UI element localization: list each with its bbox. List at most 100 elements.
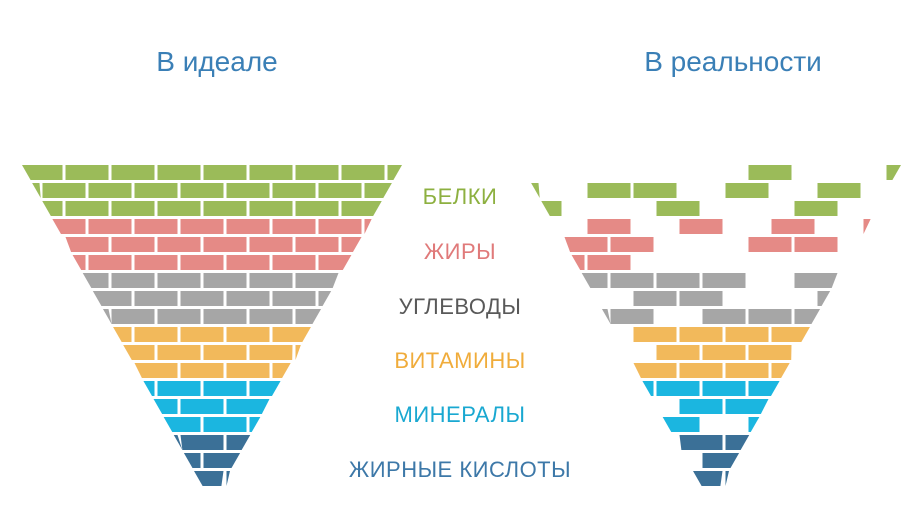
brick xyxy=(633,327,677,342)
brick xyxy=(387,165,402,180)
brick xyxy=(642,381,654,396)
brick xyxy=(180,363,224,378)
brick xyxy=(886,165,901,180)
brick xyxy=(702,453,740,468)
brick xyxy=(725,399,769,414)
brick xyxy=(22,165,63,180)
brick xyxy=(42,183,86,198)
brick xyxy=(111,309,155,324)
brick xyxy=(180,327,224,342)
brick xyxy=(633,183,677,198)
label-uglevody: УГЛЕВОДЫ xyxy=(398,294,522,319)
brick xyxy=(679,327,723,342)
brick xyxy=(249,237,293,252)
brick xyxy=(102,309,112,324)
brick xyxy=(318,255,352,270)
brick xyxy=(748,309,792,324)
brick xyxy=(226,183,270,198)
brick xyxy=(183,453,201,468)
brick xyxy=(794,273,838,288)
brick xyxy=(203,273,247,288)
brick xyxy=(72,255,86,270)
label-zhirnye-kisloty: ЖИРНЫЕ КИСЛОТЫ xyxy=(348,457,572,482)
brick xyxy=(702,273,746,288)
brick xyxy=(272,327,311,342)
brick xyxy=(295,273,339,288)
brick xyxy=(679,435,723,450)
brick xyxy=(272,255,316,270)
brick xyxy=(173,435,183,450)
brick xyxy=(157,345,201,360)
brick xyxy=(134,219,178,234)
brick xyxy=(249,345,293,360)
brick xyxy=(52,219,86,234)
brick xyxy=(180,291,224,306)
brick xyxy=(157,165,201,180)
brick xyxy=(249,417,261,432)
brick xyxy=(679,363,723,378)
brick xyxy=(318,291,332,306)
brick xyxy=(748,237,792,252)
brick xyxy=(771,327,810,342)
brick xyxy=(180,255,224,270)
brick xyxy=(679,219,723,234)
brick xyxy=(226,255,270,270)
brick xyxy=(203,345,247,360)
brick xyxy=(656,345,700,360)
brick xyxy=(92,291,132,306)
brick xyxy=(82,273,109,288)
label-mineraly: МИНЕРАЛЫ xyxy=(394,402,526,427)
brick xyxy=(656,381,700,396)
brick xyxy=(180,219,224,234)
brick xyxy=(203,309,247,324)
brick xyxy=(180,183,224,198)
brick xyxy=(157,237,201,252)
brick xyxy=(226,363,270,378)
brick xyxy=(88,219,132,234)
brick xyxy=(249,381,281,396)
title-ideal: В идеале xyxy=(156,46,278,77)
brick xyxy=(364,183,392,198)
brick xyxy=(111,165,155,180)
brick xyxy=(725,435,750,450)
brick xyxy=(295,309,322,324)
brick xyxy=(863,219,871,234)
brick xyxy=(318,183,362,198)
brick xyxy=(601,309,611,324)
brick xyxy=(656,201,700,216)
brick xyxy=(65,237,109,252)
brick xyxy=(725,471,729,486)
brick xyxy=(587,255,631,270)
brick xyxy=(111,237,155,252)
brick xyxy=(725,363,769,378)
brick xyxy=(203,201,247,216)
brick xyxy=(771,219,815,234)
brick xyxy=(679,291,723,306)
brick xyxy=(226,219,270,234)
brick xyxy=(203,237,247,252)
reality-pyramid xyxy=(531,165,901,486)
brick xyxy=(249,165,293,180)
brick xyxy=(88,255,132,270)
brick xyxy=(633,363,677,378)
label-belki: БЕЛКИ xyxy=(422,184,498,209)
brick xyxy=(679,399,723,414)
brick xyxy=(65,165,109,180)
brick xyxy=(134,327,178,342)
brick xyxy=(157,381,201,396)
brick xyxy=(725,327,769,342)
brick xyxy=(111,201,155,216)
brick xyxy=(564,237,608,252)
label-vitaminy: ВИТАМИНЫ xyxy=(394,348,526,373)
brick xyxy=(113,327,132,342)
brick xyxy=(817,183,861,198)
brick xyxy=(88,183,132,198)
brick xyxy=(157,309,201,324)
brick xyxy=(295,165,339,180)
brick xyxy=(194,471,224,486)
brick xyxy=(226,327,270,342)
brick xyxy=(295,345,301,360)
brick xyxy=(656,273,700,288)
brick xyxy=(587,183,631,198)
